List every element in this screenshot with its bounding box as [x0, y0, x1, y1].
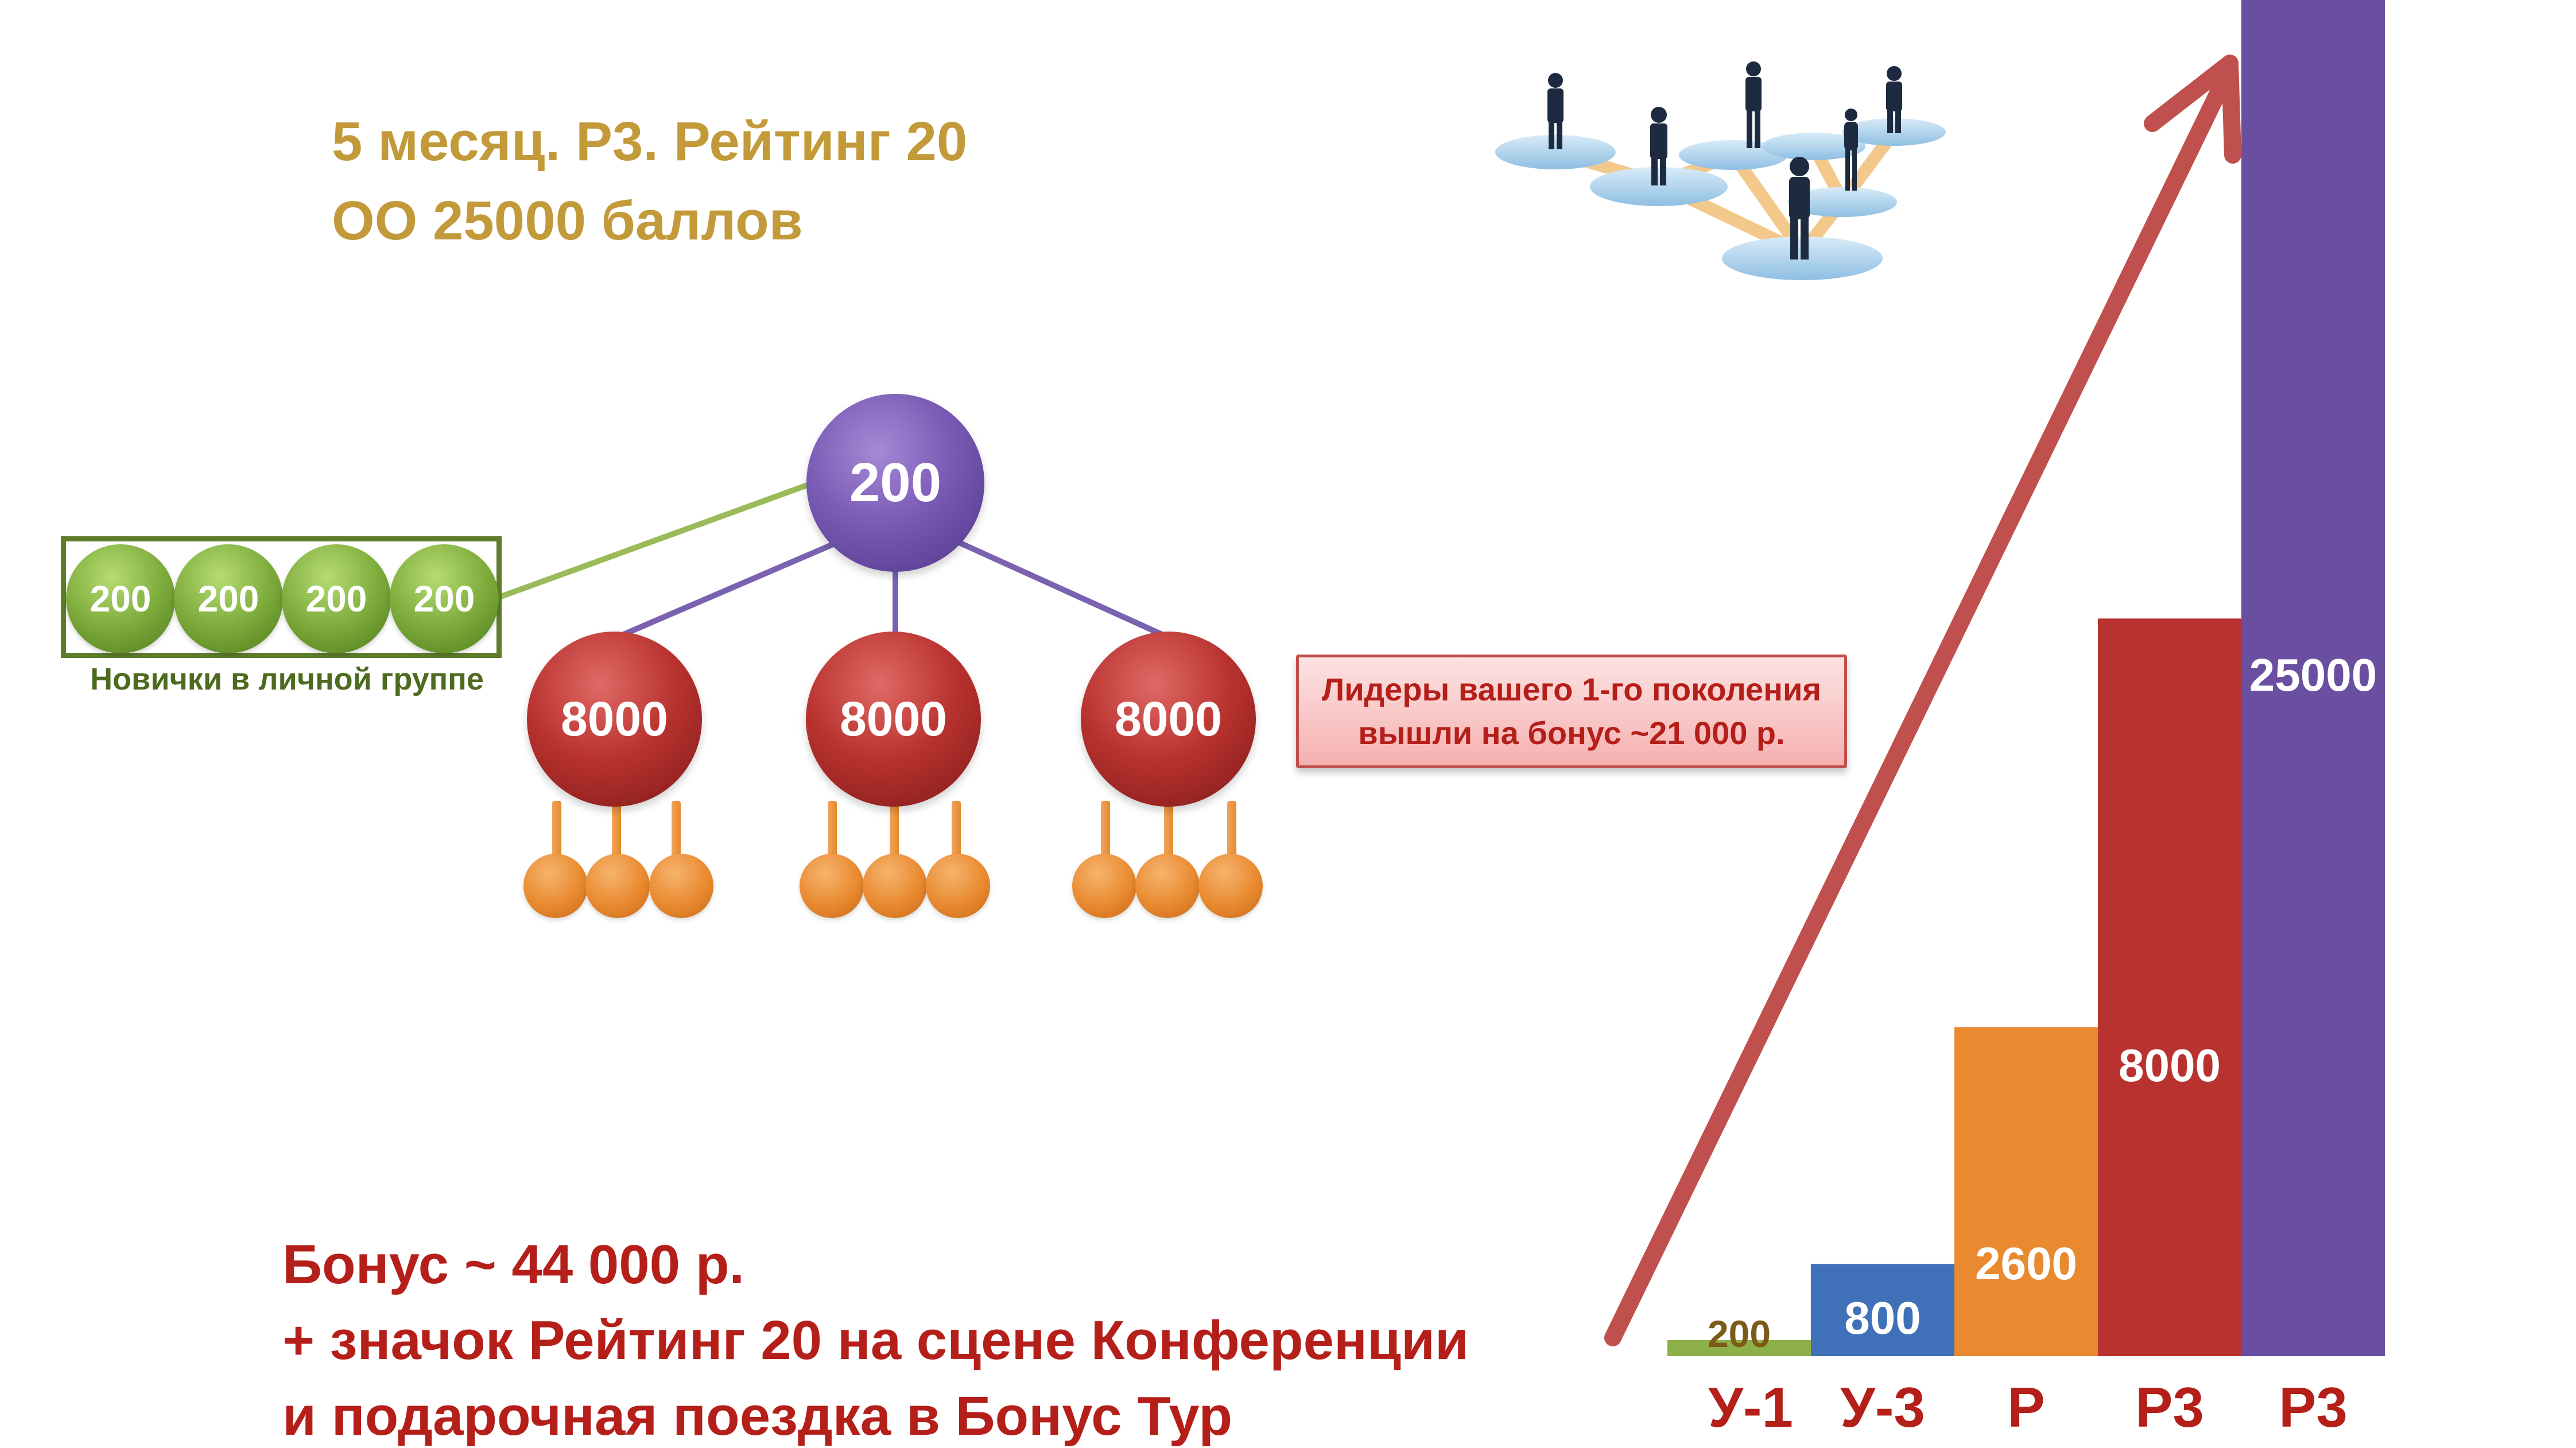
sub-node — [523, 854, 588, 918]
leader-connector-1 — [613, 537, 845, 641]
bars-group — [1667, 0, 2385, 1356]
callout-line-1: Лидеры вашего 1-го поколения — [1321, 671, 1822, 707]
growth-arrow-shaft — [1604, 78, 2230, 1346]
bar-value-label: 800 — [1844, 1292, 1921, 1344]
newbie-node-2: 200 — [174, 544, 283, 653]
leg — [952, 801, 961, 861]
newbie-connector — [498, 479, 816, 600]
bar-2 — [1811, 1264, 1954, 1356]
category-label: У-1 — [1708, 1376, 1794, 1439]
sub-node — [1072, 854, 1136, 918]
category-label: У-3 — [1840, 1376, 1926, 1439]
bar-4 — [2098, 618, 2241, 1356]
bar-value-label: 25000 — [2249, 649, 2377, 700]
leaders-bonus-callout: Лидеры вашего 1-го поколения вышли на бо… — [1296, 655, 1847, 768]
bar-value-label: 200 — [1707, 1313, 1771, 1355]
leg — [552, 801, 561, 861]
bar-3 — [1954, 1027, 2098, 1356]
newbie-node-4: 200 — [390, 544, 499, 653]
bonus-line-3: и подарочная поездка в Бонус Тур — [282, 1385, 1232, 1447]
bonus-line-2: + значок Рейтинг 20 на сцене Конференции — [282, 1310, 1469, 1371]
root-node: 200 — [806, 394, 984, 572]
category-label: Р — [2007, 1376, 2045, 1439]
bar-value-label: 8000 — [2119, 1040, 2221, 1091]
sub-node — [585, 854, 650, 918]
leg — [1227, 801, 1236, 861]
title-line-2: ОО 25000 баллов — [332, 190, 803, 251]
category-label: Р3 — [2279, 1376, 2348, 1439]
leg — [890, 801, 899, 861]
title-line-1: 5 месяц. Р3. Рейтинг 20 — [332, 111, 968, 172]
newbies-caption: Новички в личной группе — [90, 662, 484, 696]
newbie-node-1: 200 — [66, 544, 175, 653]
bonus-line-1: Бонус ~ 44 000 р. — [282, 1234, 745, 1295]
sub-node — [649, 854, 713, 918]
leader-node-1: 8000 — [527, 632, 702, 807]
sub-node — [800, 854, 864, 918]
leader-node-2: 8000 — [806, 632, 981, 807]
leader-connector-3 — [951, 537, 1173, 641]
leg — [828, 801, 837, 861]
growth-arrow — [1604, 55, 2241, 1346]
business-network-people-icon — [1495, 61, 1946, 280]
bar-1 — [1667, 1340, 1811, 1356]
bar-value-label: 2600 — [1975, 1238, 2077, 1289]
leg — [1164, 801, 1173, 861]
sub-node — [926, 854, 990, 918]
sub-node — [1135, 854, 1200, 918]
bar-5 — [2241, 0, 2385, 1356]
leg — [612, 801, 621, 861]
callout-line-2: вышли на бонус ~21 000 р. — [1358, 715, 1785, 751]
leg — [1101, 801, 1110, 861]
growth-arrow-head — [2144, 55, 2241, 164]
leader-node-3: 8000 — [1081, 632, 1256, 807]
sub-node — [1198, 854, 1263, 918]
category-label: Р3 — [2135, 1376, 2204, 1439]
leg — [672, 801, 681, 861]
sub-node — [863, 854, 927, 918]
newbie-node-3: 200 — [282, 544, 391, 653]
